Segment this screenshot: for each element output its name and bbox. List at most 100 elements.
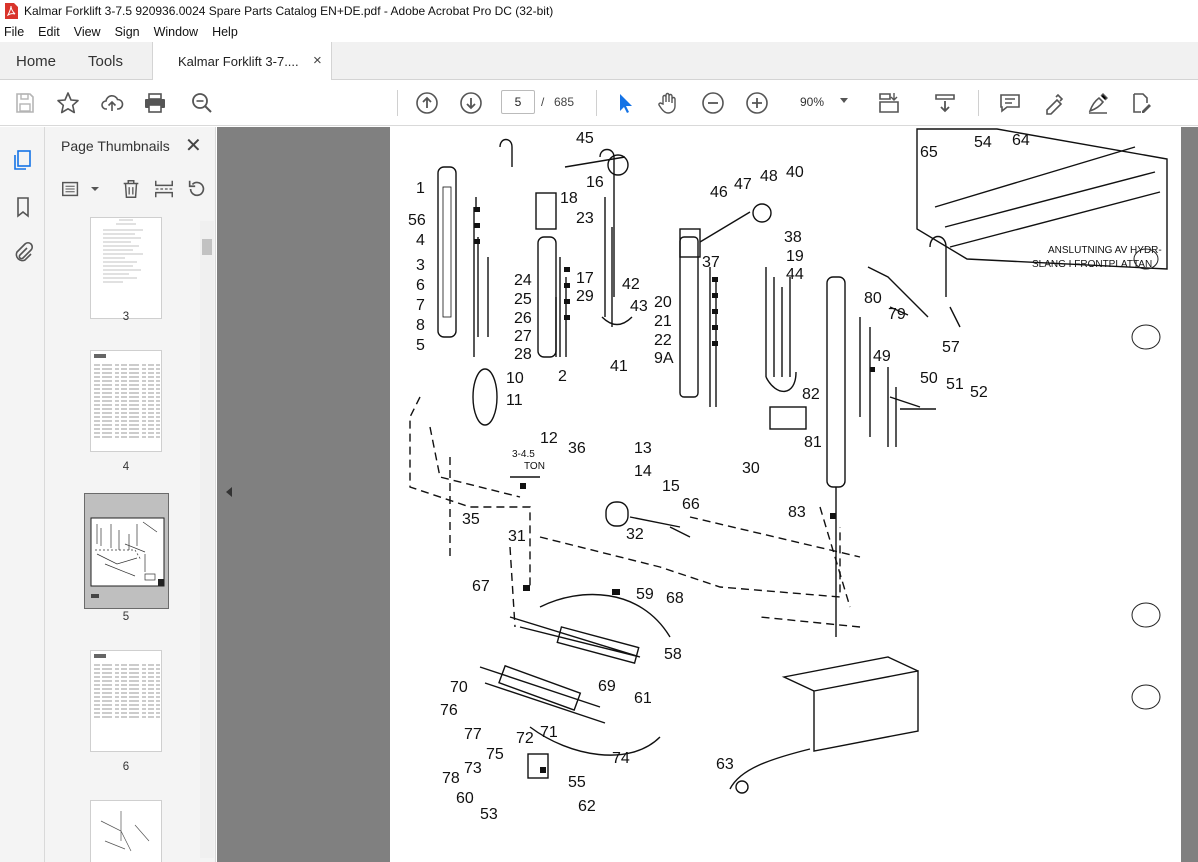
scrollbar-thumb[interactable]: [202, 239, 212, 255]
page-thumbnails-icon[interactable]: [10, 147, 36, 173]
title-bar: Kalmar Forklift 3-7.5 920936.0024 Spare …: [0, 0, 1198, 22]
part-label: 7: [416, 297, 425, 314]
upload-icon[interactable]: [99, 90, 125, 116]
part-label: 8: [416, 317, 425, 334]
part-label: 38: [784, 229, 802, 246]
window-title: Kalmar Forklift 3-7.5 920936.0024 Spare …: [24, 4, 554, 18]
part-label: 29: [576, 288, 594, 305]
rotate-icon[interactable]: [185, 177, 209, 201]
part-label: 66: [682, 496, 700, 513]
menu-sign[interactable]: Sign: [114, 25, 140, 39]
thumbnail-page[interactable]: [90, 350, 162, 452]
thumbnail-page[interactable]: [90, 800, 162, 862]
part-label: 4: [416, 232, 425, 249]
menu-edit[interactable]: Edit: [38, 25, 60, 39]
thumbnail-scrollbar[interactable]: [200, 221, 214, 858]
document-viewport[interactable]: 45 1 56 4 3 6 7 8 5 10 11 16 18 23 17 29: [217, 127, 1198, 862]
part-label: 25: [514, 291, 532, 308]
part-labels: 45 1 56 4 3 6 7 8 5 10 11 16 18 23 17 29: [408, 130, 1030, 823]
part-label: 46: [710, 184, 728, 201]
highlight-icon[interactable]: [1041, 90, 1067, 116]
part-label: 9A: [654, 350, 674, 367]
menu-file[interactable]: File: [4, 25, 25, 39]
collapse-panel-icon[interactable]: [226, 487, 232, 497]
thumbnail-options-icon[interactable]: [59, 177, 83, 201]
diagram-notes: ANSLUTNING AV HYDR- SLANG I FRONTPLATTAN…: [512, 245, 1162, 472]
diagram-note: SLANG I FRONTPLATTAN: [1032, 259, 1152, 270]
page-number-input[interactable]: 5: [501, 90, 535, 114]
fit-page-icon[interactable]: [876, 90, 902, 116]
toolbar-divider: [397, 90, 398, 116]
bookmarks-icon[interactable]: [10, 194, 36, 220]
part-label: 41: [610, 358, 628, 375]
attachments-icon[interactable]: [10, 239, 36, 265]
thumbnail-selected[interactable]: [84, 493, 169, 609]
part-label: 45: [576, 130, 594, 147]
part-label: 62: [578, 798, 596, 815]
part-label: 18: [560, 190, 578, 207]
part-label: 55: [568, 774, 586, 791]
zoom-level-dropdown[interactable]: 90%: [800, 95, 825, 109]
thumbnail-list[interactable]: 3 4: [45, 217, 215, 862]
part-label: 68: [666, 590, 684, 607]
part-label: 64: [1012, 132, 1030, 149]
part-label: 82: [802, 386, 820, 403]
hand-icon[interactable]: [655, 90, 681, 116]
menu-bar: File Edit View Sign Window Help: [0, 22, 1198, 42]
part-label: 14: [634, 463, 652, 480]
chevron-down-icon[interactable]: [840, 98, 848, 103]
part-label: 40: [786, 164, 804, 181]
sign-icon[interactable]: [1085, 90, 1111, 116]
part-label: 27: [514, 328, 532, 345]
bookmark-star-icon[interactable]: [55, 90, 81, 116]
page-thumbnails-panel: Page Thumbnails ✕: [45, 127, 216, 862]
zoom-search-icon[interactable]: [189, 90, 215, 116]
part-label: 54: [974, 134, 992, 151]
part-label: 12: [540, 430, 558, 447]
thumbnail-page[interactable]: [90, 217, 162, 319]
select-cursor-icon[interactable]: [612, 90, 638, 116]
thumbnail-label: 6: [122, 761, 130, 773]
part-label: 60: [456, 790, 474, 807]
tab-tools[interactable]: Tools: [88, 53, 124, 70]
part-label: 65: [920, 144, 938, 161]
save-icon[interactable]: [12, 90, 38, 116]
tab-bar: Home Tools Kalmar Forklift 3-7.... ×: [0, 42, 1198, 80]
zoom-in-icon[interactable]: [744, 90, 770, 116]
zoom-out-icon[interactable]: [700, 90, 726, 116]
tab-home[interactable]: Home: [16, 53, 57, 70]
part-label: 28: [514, 346, 532, 363]
comment-icon[interactable]: [997, 90, 1023, 116]
part-label: 43: [630, 298, 648, 315]
thumbnail-page[interactable]: [90, 650, 162, 752]
part-label: 6: [416, 277, 425, 294]
part-label: 72: [516, 730, 534, 747]
page-up-icon[interactable]: [414, 90, 440, 116]
menu-view[interactable]: View: [73, 25, 101, 39]
part-label: 57: [942, 339, 960, 356]
delete-icon[interactable]: [119, 177, 143, 201]
part-label: 1: [416, 180, 425, 197]
menu-help[interactable]: Help: [212, 25, 238, 39]
panel-close-button[interactable]: ✕: [185, 135, 202, 157]
thumbnail-label: 3: [122, 311, 130, 323]
pdf-page: 45 1 56 4 3 6 7 8 5 10 11 16 18 23 17 29: [390, 127, 1181, 862]
diagram-note: ANSLUTNING AV HYDR-: [1048, 245, 1162, 256]
tab-document[interactable]: Kalmar Forklift 3-7.... ×: [152, 42, 332, 80]
part-label: 51: [946, 376, 964, 393]
toolbar-divider: [596, 90, 597, 116]
menu-window[interactable]: Window: [153, 25, 199, 39]
tab-close-button[interactable]: ×: [313, 52, 322, 69]
scroll-mode-icon[interactable]: [932, 90, 958, 116]
part-label: 56: [408, 212, 426, 229]
print-icon[interactable]: [142, 90, 168, 116]
part-label: 71: [540, 724, 558, 741]
part-label: 61: [634, 690, 652, 707]
chevron-down-icon[interactable]: [83, 177, 107, 201]
extract-pages-icon[interactable]: [152, 177, 176, 201]
part-label: 19: [786, 248, 804, 265]
diagram-note: TON: [524, 461, 545, 472]
edit-pdf-icon[interactable]: [1128, 90, 1154, 116]
page-down-icon[interactable]: [458, 90, 484, 116]
